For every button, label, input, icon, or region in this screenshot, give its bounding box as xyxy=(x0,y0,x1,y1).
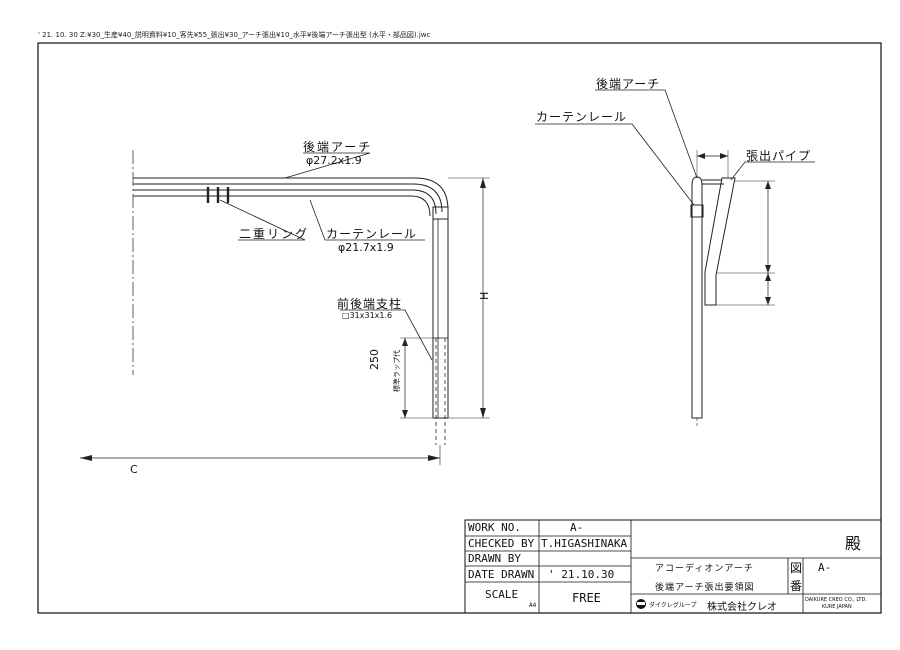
side-curtain-rail-label: カーテンレール xyxy=(536,110,628,124)
drawing-frame xyxy=(37,42,882,614)
post-spec: □31x31x1.6 xyxy=(342,311,393,320)
double-ring-label: 二重リング xyxy=(239,227,310,241)
side-rear-arch-leader xyxy=(595,89,698,179)
dim-h-value: H xyxy=(478,291,491,300)
post-label: 前後端支柱 xyxy=(337,297,403,311)
date-drawn-label: DATE DRAWN xyxy=(468,568,535,581)
dim-250-note: 標準ラップ代 xyxy=(393,350,401,392)
company-logo xyxy=(636,599,646,609)
rear-arch-label: 後端アーチ xyxy=(303,140,373,154)
product-line-1: アコーディオンアーチ xyxy=(655,564,754,574)
extension-pipe xyxy=(704,177,736,306)
scale-value: FREE xyxy=(572,591,601,605)
curtain-rail-spec: φ21.7x1.9 xyxy=(338,241,394,254)
paper-size: A4 xyxy=(529,602,537,609)
curtain-rail-label: カーテンレール xyxy=(326,227,418,241)
title-block-grid xyxy=(464,519,882,614)
product-line-2: 後端アーチ張出要領図 xyxy=(655,583,755,593)
group-label: ダイクレグループ xyxy=(649,602,697,609)
drawing-no-value: A- xyxy=(818,561,832,574)
side-extension-leader xyxy=(730,161,815,181)
curtain-rail-line-2 xyxy=(133,195,431,217)
extension-pipe-label: 張出パイプ xyxy=(746,149,812,163)
dim-250-value: 250 xyxy=(368,349,381,370)
scale-label: SCALE xyxy=(485,588,519,601)
rear-arch-leader xyxy=(284,152,371,179)
side-rail-pipe xyxy=(691,176,703,419)
checked-by-value: T.HIGASHINAKA xyxy=(541,537,628,550)
file-path-header: ' 21. 10. 30 Z:¥30_生産¥40_説明資料¥10_客先¥55_張… xyxy=(38,31,431,39)
date-drawn-value: ' 21.10.30 xyxy=(548,568,615,581)
side-rail-leader xyxy=(535,123,695,206)
main-view xyxy=(80,150,490,465)
curtain-rail-leader xyxy=(309,199,425,241)
work-no-label: WORK NO. xyxy=(468,521,521,534)
rear-arch-inner-line xyxy=(133,183,443,213)
dim-c-value: C xyxy=(130,463,138,476)
work-no-value: A- xyxy=(570,521,584,534)
dimension-arrows-main xyxy=(80,178,486,461)
drawing-no-label-1: 図 xyxy=(790,561,803,575)
side-view xyxy=(535,89,815,428)
curtain-rail-line-1 xyxy=(133,189,437,215)
post-leader xyxy=(340,309,433,361)
drawing-no-label-2: 番 xyxy=(790,579,803,593)
honorific: 殿 xyxy=(845,534,862,553)
checked-by-label: CHECKED BY xyxy=(468,537,535,550)
company-en-2: KURE JAPAN xyxy=(822,604,852,610)
side-joint xyxy=(690,204,704,218)
double-ring-leader xyxy=(219,199,306,241)
side-rear-arch-label: 後端アーチ xyxy=(596,77,661,91)
drawn-by-label: DRAWN BY xyxy=(468,552,521,565)
rear-arch-spec: φ27.2x1.9 xyxy=(306,154,362,167)
dimension-arrows-side xyxy=(697,153,771,305)
post-cap xyxy=(432,206,449,220)
double-ring xyxy=(206,187,230,203)
company-en-1: DAIKURE CREO CO., LTD. xyxy=(805,597,867,603)
company-name: 株式会社クレオ xyxy=(707,602,777,613)
